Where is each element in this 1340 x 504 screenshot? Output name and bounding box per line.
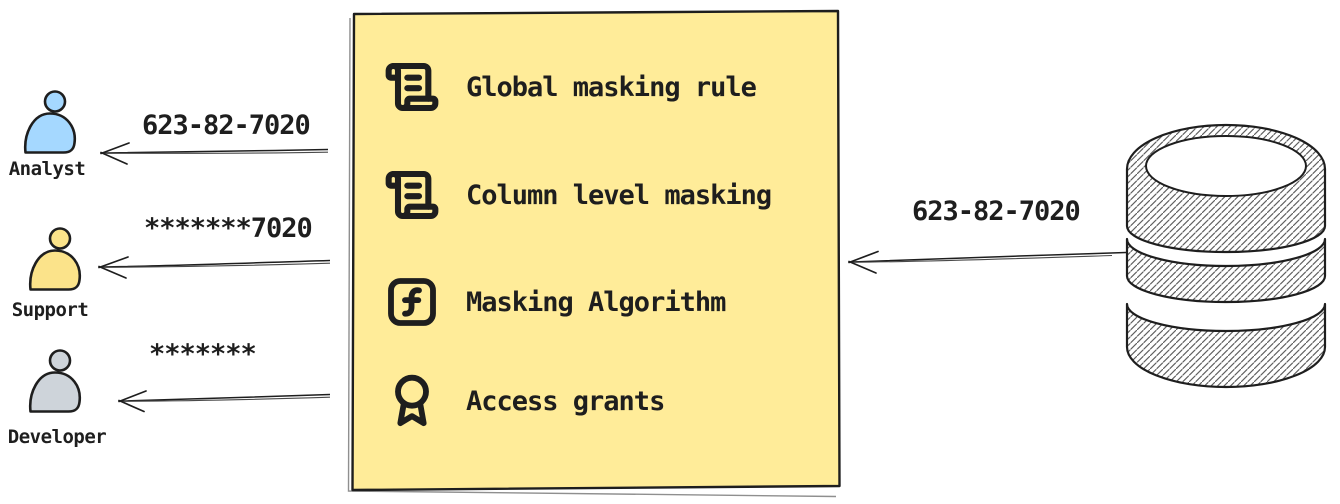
masking-rule-label: Access grants [466,385,665,417]
masking-rule-row: Access grants [384,372,665,430]
person-icon [23,90,77,154]
masked-value-analyst: 623-82-7020 [142,110,311,141]
arrow-to-developer [118,390,331,413]
person-icon [28,349,82,413]
masking-rule-row: Global masking rule [384,58,757,116]
masked-value-developer: ******* [149,339,257,370]
source-value: 623-82-7020 [912,196,1081,227]
masking-policy-box: Global masking rule Column level masking… [347,9,841,498]
scroll-icon [385,62,439,112]
masking-rule-label: Column level masking [466,179,772,211]
function-icon [388,278,436,326]
consumer-label-developer: Developer [7,426,107,448]
arrow-from-database [848,250,1127,274]
scroll-icon [385,170,439,220]
masking-rule-label: Global masking rule [466,71,757,103]
consumer-label-support: Support [11,299,89,321]
database-icon [1125,123,1327,389]
consumer-label-analyst: Analyst [8,158,86,180]
masking-rule-row: Masking Algorithm [384,273,726,331]
arrow-to-support [98,256,331,279]
masked-value-support: *******7020 [144,213,313,244]
award-icon [395,374,429,427]
arrow-to-analyst [100,142,329,165]
masking-policy-box-border [347,9,841,498]
masking-rule-label: Masking Algorithm [466,286,726,318]
masking-rule-row: Column level masking [384,166,772,224]
person-icon [28,227,82,291]
